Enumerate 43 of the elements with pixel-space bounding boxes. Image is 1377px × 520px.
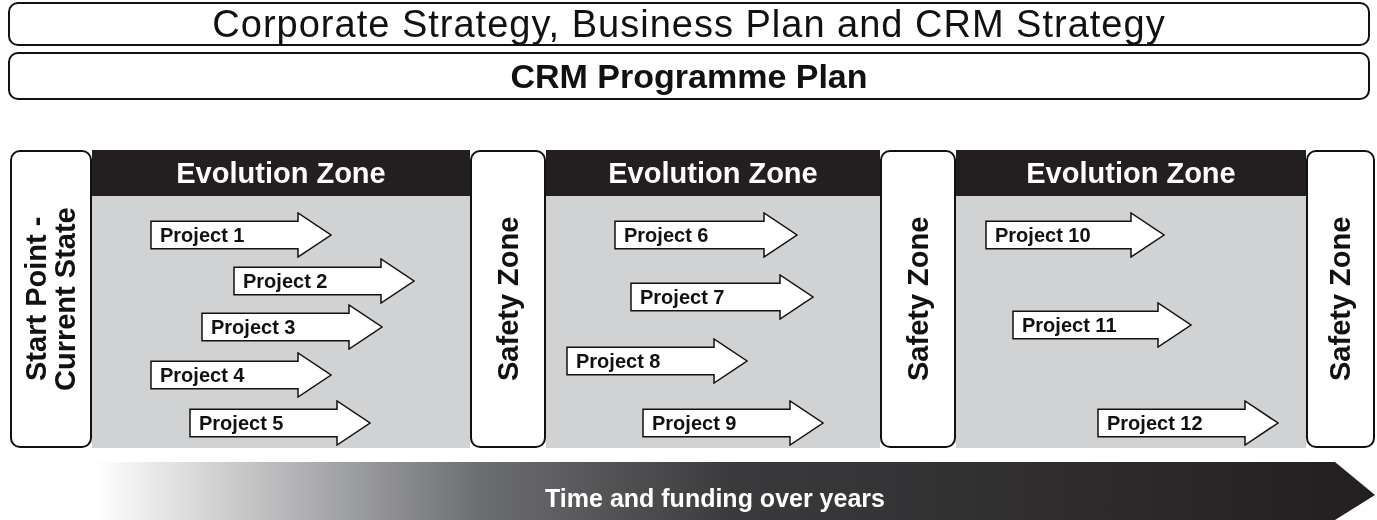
project-label: Project 10 — [995, 223, 1091, 247]
project-label: Project 5 — [199, 411, 284, 435]
project-tag — [1097, 400, 1279, 446]
zone-panel — [92, 150, 470, 448]
zone-box — [10, 150, 92, 448]
project-label: Project 2 — [243, 269, 328, 293]
project-tag — [189, 400, 371, 446]
project-tag — [233, 258, 415, 304]
zone-panel — [956, 150, 1306, 448]
plan-banner — [8, 52, 1370, 100]
project-tag — [1012, 302, 1192, 348]
strategy-banner — [8, 2, 1370, 46]
zone-box — [470, 150, 546, 448]
banner-title: Corporate Strategy, Business Plan and CRM Strategy — [212, 2, 1166, 46]
project-tag — [630, 274, 814, 320]
project-label: Project 9 — [652, 411, 737, 435]
project-tag — [566, 338, 748, 384]
project-label: Project 11 — [1022, 313, 1117, 337]
project-label: Project 12 — [1107, 411, 1203, 435]
zone-heading: Evolution Zone — [546, 150, 880, 196]
zone-heading: Evolution Zone — [956, 150, 1306, 196]
project-tag — [201, 304, 383, 350]
project-tag — [614, 212, 798, 258]
project-tag — [150, 352, 332, 398]
zone-title: Safety Zone — [1326, 215, 1355, 384]
zone-box — [1306, 150, 1375, 448]
zone-title: Safety Zone — [903, 215, 933, 384]
project-label: Project 4 — [160, 363, 245, 387]
project-tag — [985, 212, 1165, 258]
banner-title: CRM Programme Plan — [510, 56, 868, 96]
project-label: Project 3 — [211, 315, 296, 339]
zone-title: Safety Zone — [493, 215, 523, 384]
time-label: Time and funding over years — [544, 484, 886, 513]
project-label: Project 6 — [624, 223, 709, 247]
zone-heading: Evolution Zone — [92, 150, 470, 196]
project-label: Project 8 — [576, 349, 661, 373]
zone-panel — [546, 150, 880, 448]
project-label: Project 1 — [160, 223, 245, 247]
project-tag — [642, 400, 824, 446]
project-label: Project 7 — [640, 285, 725, 309]
zone-title: Start Point - Current State — [22, 206, 80, 393]
zone-box — [880, 150, 956, 448]
project-tag — [150, 212, 332, 258]
